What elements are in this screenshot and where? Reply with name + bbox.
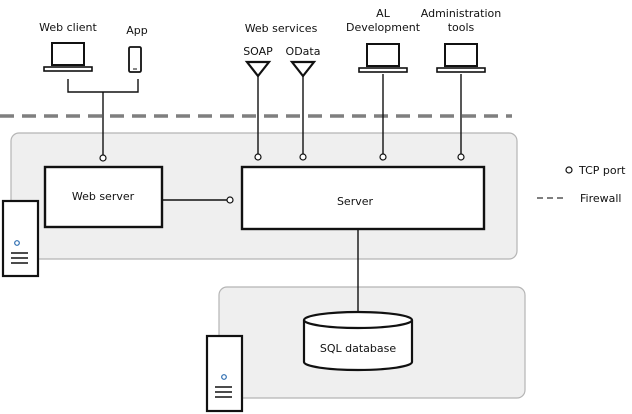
- al-development-label-line1: AL: [376, 7, 391, 20]
- database-top: [302, 310, 414, 330]
- app-phone-icon: [128, 46, 142, 73]
- legend-firewall-label: Firewall: [580, 192, 621, 205]
- database-server-tower-icon: [205, 334, 244, 413]
- tcp-port-soap: [254, 153, 262, 161]
- tcp-port-webserver: [99, 154, 107, 162]
- administration-tools-label-line2: tools: [448, 21, 475, 34]
- soap-antenna-icon: [244, 60, 272, 78]
- al-development-laptop-icon: [358, 43, 408, 73]
- web-services-label: Web services: [245, 22, 318, 35]
- server-label: Server: [337, 195, 374, 208]
- administration-tools-laptop-icon: [436, 43, 486, 73]
- sql-database: SQL database: [302, 310, 414, 372]
- server-box: [240, 165, 486, 231]
- web-client-label: Web client: [39, 21, 97, 34]
- legend: TCP port Firewall: [537, 164, 626, 205]
- soap-label: SOAP: [243, 45, 273, 58]
- odata-antenna-icon: [289, 60, 317, 78]
- web-client-laptop-icon: [43, 42, 93, 72]
- web-server-box: [43, 165, 164, 229]
- tcp-port-admin-tools: [457, 153, 465, 161]
- legend-tcp-port-label: TCP port: [578, 164, 626, 177]
- connection-lines: [67, 72, 462, 320]
- tcp-ports: [99, 153, 465, 204]
- app-label: App: [126, 24, 148, 37]
- legend-tcp-port-icon: [565, 166, 573, 174]
- odata-label: OData: [286, 45, 321, 58]
- database-body: [302, 320, 414, 372]
- client-connector: [67, 79, 139, 93]
- server-tower-icon: [1, 199, 40, 278]
- tcp-port-server-left: [226, 196, 234, 204]
- sql-database-label: SQL database: [320, 342, 396, 355]
- tcp-port-al-dev: [379, 153, 387, 161]
- al-development-label-line2: Development: [346, 21, 421, 34]
- administration-tools-label-line1: Administration: [421, 7, 502, 20]
- web-server-label: Web server: [72, 190, 135, 203]
- tcp-port-odata: [299, 153, 307, 161]
